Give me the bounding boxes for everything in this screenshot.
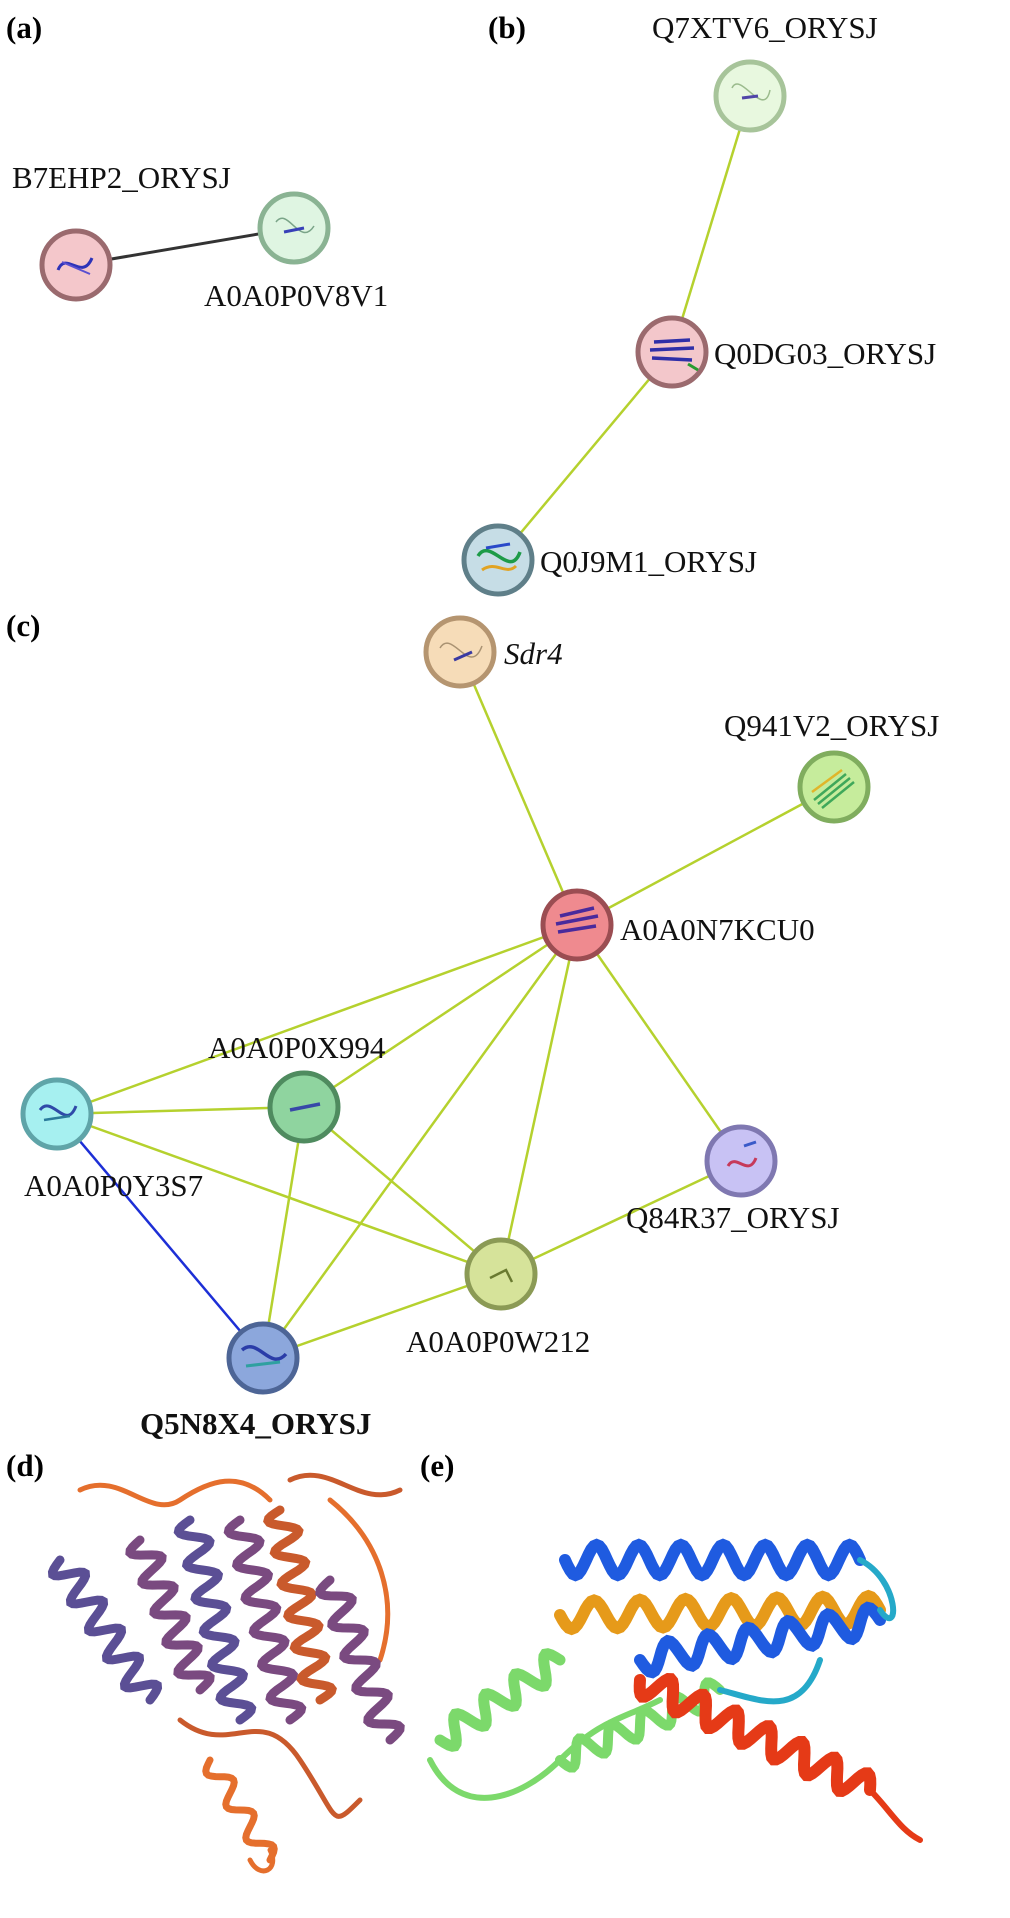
node-q0dg03[interactable] <box>635 315 709 389</box>
protein-structure-d <box>47 1472 405 1874</box>
network-a-edges <box>75 226 295 267</box>
panel-label-a: (a) <box>6 10 42 45</box>
network-b-edges <box>497 95 752 561</box>
loop-e-cyan <box>857 1557 897 1622</box>
loop-d-1 <box>77 1478 273 1508</box>
label-b7ehp2: B7EHP2_ORYSJ <box>12 160 231 195</box>
helix-e-orange <box>554 1589 886 1636</box>
protein-structure-e <box>427 1538 923 1843</box>
label-a0a0p0x994: A0A0P0X994 <box>208 1030 386 1065</box>
loop-d-4 <box>327 1497 391 1663</box>
helix-d-2 <box>125 1535 215 1695</box>
label-sdr4: Sdr4 <box>504 636 563 671</box>
helix-e-red <box>633 1673 877 1797</box>
edge-sdr4-a0a0n7kcu0 <box>458 651 579 926</box>
label-a0a0p0y3s7: A0A0P0Y3S7 <box>24 1168 203 1203</box>
label-q941v2: Q941V2_ORYSJ <box>724 708 939 743</box>
edge-a0a0p0x994-a0a0p0w212 <box>303 1106 502 1275</box>
tail-e-red <box>867 1787 923 1843</box>
edge-a0a0n7kcu0-q5n8x4 <box>261 924 579 1359</box>
label-a0a0p0w212: A0A0P0W212 <box>406 1324 590 1359</box>
edge-q0dg03-q0j9m1 <box>497 351 673 561</box>
edge-q941v2-a0a0n7kcu0 <box>576 785 835 927</box>
helix-d-3 <box>173 1515 257 1725</box>
node-a0a0p0v8v1[interactable] <box>257 191 331 265</box>
edge-a0a0n7kcu0-a0a0p0x994 <box>303 923 578 1109</box>
helix-e-green-1 <box>434 1648 566 1752</box>
helix-d-5 <box>263 1505 337 1705</box>
panel-label-c: (c) <box>6 608 40 643</box>
edge-a0a0p0y3s7-a0a0p0x994 <box>56 1105 305 1116</box>
label-q0dg03: Q0DG03_ORYSJ <box>714 336 936 371</box>
helix-d-6 <box>315 1575 405 1745</box>
helix-d-4 <box>223 1515 307 1725</box>
edge-q7xtv6-q0dg03 <box>670 95 752 353</box>
loop-d-5 <box>247 1847 276 1874</box>
label-a0a0p0v8v1: A0A0P0V8V1 <box>204 278 388 313</box>
node-q5n8x4[interactable] <box>226 1321 300 1395</box>
node-a0a0p0x994[interactable] <box>267 1070 341 1144</box>
edge-b7ehp2-a0a0p0v8v1 <box>75 226 295 267</box>
edge-a0a0n7kcu0-a0a0p0y3s7 <box>56 923 578 1116</box>
label-q84r37: Q84R37_ORYSJ <box>626 1200 840 1235</box>
loop-d-3 <box>177 1717 363 1819</box>
label-a0a0n7kcu0: A0A0N7KCU0 <box>620 912 815 947</box>
node-a0a0n7kcu0[interactable] <box>540 888 614 962</box>
panel-label-d: (d) <box>6 1448 44 1483</box>
helix-e-green-2 <box>555 1677 725 1773</box>
node-b7ehp2[interactable] <box>39 228 113 302</box>
label-q5n8x4: Q5N8X4_ORYSJ <box>140 1406 371 1441</box>
node-q941v2[interactable] <box>797 750 871 824</box>
loop-d-2 <box>287 1472 403 1498</box>
label-q7xtv6: Q7XTV6_ORYSJ <box>652 10 878 45</box>
edge-a0a0n7kcu0-q84r37 <box>575 924 743 1162</box>
edge-a0a0n7kcu0-a0a0p0w212 <box>499 924 579 1275</box>
panel-label-b: (b) <box>488 10 526 45</box>
node-q84r37[interactable] <box>704 1124 778 1198</box>
helix-e-top <box>559 1538 866 1582</box>
edge-a0a0p0y3s7-a0a0p0w212 <box>56 1112 502 1276</box>
node-q7xtv6[interactable] <box>713 59 787 133</box>
node-q0j9m1[interactable] <box>461 523 535 597</box>
panel-label-e: (e) <box>420 1448 454 1483</box>
node-a0a0p0y3s7[interactable] <box>20 1077 94 1151</box>
helix-e-blue-2 <box>634 1601 886 1679</box>
node-a0a0p0w212[interactable] <box>464 1237 538 1311</box>
edge-a0a0p0y3s7-q5n8x4 <box>56 1113 264 1359</box>
node-sdr4[interactable] <box>423 615 497 689</box>
helix-d-1 <box>47 1555 163 1705</box>
helix-d-7 <box>202 1756 278 1864</box>
edge-a0a0p0x994-q5n8x4 <box>261 1106 306 1359</box>
edge-a0a0p0w212-q5n8x4 <box>262 1272 502 1360</box>
edge-a0a0p0w212-q84r37 <box>500 1159 742 1276</box>
loop-e-cyan-2 <box>717 1657 823 1705</box>
network-c-edges <box>56 651 835 1360</box>
label-q0j9m1: Q0J9M1_ORYSJ <box>540 544 757 579</box>
